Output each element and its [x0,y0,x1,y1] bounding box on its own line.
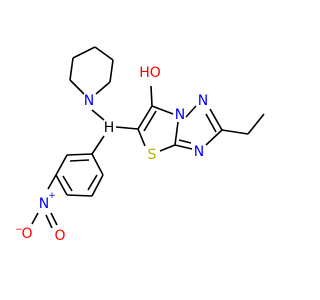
label-bridge-n: N [175,107,185,123]
bond-pip-c6-n [95,81,111,95]
bond-nitro-o-double-a [50,212,58,226]
bond-ar-nitro [47,174,57,190]
bond-nbridge-n2 [185,105,197,118]
label-hydroxyl: HO [139,65,161,81]
label-triazole-n4: N [194,144,204,160]
bond-n4-cfused-double [178,139,192,144]
atom-labels: HO H N N N N S N + O − O [15,65,208,244]
bond-pip-c4-c5 [94,46,114,61]
label-methine-h: H [104,120,115,136]
bond-nitro-o-single [31,212,39,225]
label-nitro-n: N [39,196,49,212]
bonds [47,46,265,197]
bond-nitro-o-double-b [45,214,53,229]
bond-c6-oh [150,85,153,107]
label-sulfur: S [148,147,157,163]
bond-c5-c6-double [143,110,157,132]
bond-ar-3-4 [55,174,68,196]
molecule-structure: HO H N N N N S N + O − O [15,46,265,244]
bond-ar-4-5 [66,194,93,197]
label-triazole-n2: N [198,93,208,109]
label-nitro-o-single: O [21,226,32,242]
label-nitro-o-charge: − [15,225,23,235]
bond-ar-3-4-double [62,175,73,192]
bond-ethyl-2 [247,113,265,135]
bond-n2-c-double [205,113,217,133]
bond-pip-n-c2 [69,79,85,95]
bond-c6-nbridge [151,105,174,115]
label-nitro-n-charge: + [48,191,56,201]
bond-n4-cfused [174,144,193,150]
bond-ar-5-6 [91,174,104,197]
bond-c5-c6 [137,105,153,130]
bond-ch-aryl [91,135,105,155]
bond-ar-6-1 [91,153,104,176]
bond-pip-c3-c4 [72,46,96,59]
bond-ethyl-1 [221,129,249,135]
bond-ar-1-2 [66,153,93,156]
bond-ch-c5 [115,126,139,130]
nitro-bonds [31,212,58,229]
bond-ar-1-2-double [69,159,90,162]
bond-s-c5 [137,128,146,147]
bond-pip-c2-c3 [69,57,74,81]
bond-cfused-s [159,144,176,152]
bond-pip-c5-c6 [109,59,114,83]
label-nitro-o-double: O [54,228,65,244]
bond-n2-c [209,108,223,131]
bond-nbridge-cfused [174,121,179,146]
label-piperidine-n: N [84,93,94,109]
bond-ar-2-3 [55,154,68,176]
bond-c-n4 [205,129,223,146]
bond-ar-5-6-double [87,174,98,191]
bond-n-ch [91,109,105,121]
